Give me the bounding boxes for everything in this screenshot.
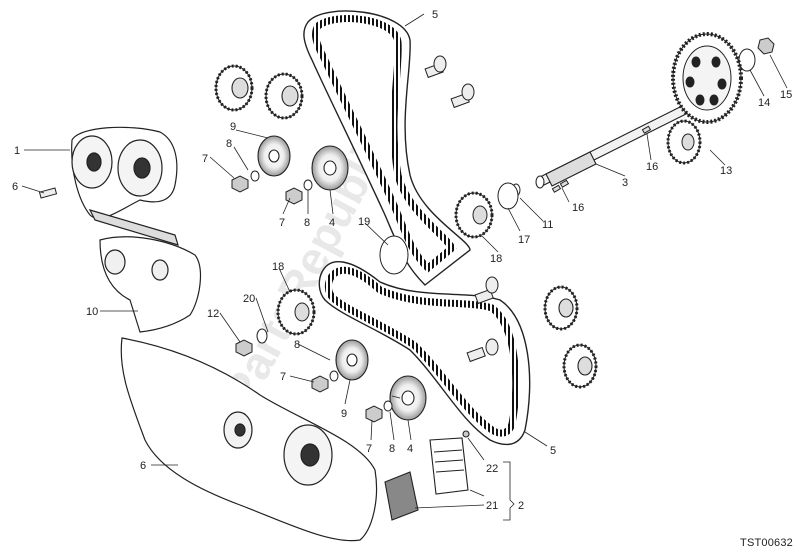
callout-18-upper: 18 bbox=[490, 253, 502, 265]
nuts-washers bbox=[231, 37, 775, 423]
callout-8-lower-right: 8 bbox=[389, 443, 395, 455]
sprocket-18-lower bbox=[276, 288, 316, 336]
callout-9-upper: 9 bbox=[230, 121, 236, 133]
sprocket-18-upper bbox=[454, 191, 494, 239]
callout-10: 10 bbox=[86, 306, 98, 318]
timing-belt-lower bbox=[318, 260, 531, 446]
callout-3: 3 bbox=[622, 177, 628, 189]
camshaft-pulley-pair-upper bbox=[214, 64, 304, 120]
callout-2: 2 bbox=[518, 500, 524, 512]
callout-11: 11 bbox=[542, 219, 553, 231]
callout-16-upper: 16 bbox=[646, 161, 658, 173]
drive-gear-13 bbox=[666, 32, 743, 165]
callout-4-upper: 4 bbox=[329, 217, 335, 229]
tensioner-rollers bbox=[257, 135, 427, 421]
stud-bolts bbox=[38, 55, 499, 471]
callout-1: 1 bbox=[14, 145, 20, 157]
callout-17: 17 bbox=[518, 234, 530, 246]
callout-8-upper-left: 8 bbox=[226, 138, 232, 150]
diagram-reference-code: TST00632 bbox=[740, 537, 793, 549]
washer-19 bbox=[379, 235, 409, 275]
callout-5-upper: 5 bbox=[432, 9, 438, 21]
callout-22: 22 bbox=[486, 463, 498, 475]
callout-18-lower: 18 bbox=[272, 261, 284, 273]
callout-7-lower-right: 7 bbox=[366, 443, 372, 455]
belt-cover-lower bbox=[120, 337, 378, 542]
callout-5-lower: 5 bbox=[550, 445, 556, 457]
callout-13: 13 bbox=[720, 165, 732, 177]
belt-cover-upper bbox=[71, 126, 179, 246]
callout-6-lower: 6 bbox=[140, 460, 146, 472]
callout-20: 20 bbox=[243, 293, 255, 305]
bracket-assembly bbox=[384, 430, 470, 521]
callout-16-lower: 16 bbox=[572, 202, 584, 214]
timing-belt-upper bbox=[303, 10, 471, 286]
callout-7-upper-right: 7 bbox=[279, 217, 285, 229]
belt-cover-middle bbox=[99, 236, 201, 333]
callout-14: 14 bbox=[758, 97, 770, 109]
camshaft-pulley-pair-lower bbox=[543, 285, 598, 389]
callout-19: 19 bbox=[358, 216, 370, 228]
leader-lines bbox=[21, 13, 788, 521]
shaft-keys bbox=[551, 125, 652, 193]
callout-8-lower-left: 8 bbox=[294, 339, 300, 351]
callout-numbers: 1 6 10 6 5 5 9 8 7 7 8 4 3 17 11 16 16 1… bbox=[12, 9, 792, 512]
callout-9-lower: 9 bbox=[341, 408, 347, 420]
callout-7-upper-left: 7 bbox=[202, 153, 208, 165]
callout-12: 12 bbox=[207, 308, 219, 320]
callout-6-upper: 6 bbox=[12, 181, 18, 193]
callout-4-lower: 4 bbox=[407, 443, 413, 455]
callout-8-upper-right: 8 bbox=[304, 217, 310, 229]
callout-21: 21 bbox=[486, 500, 498, 512]
callout-15: 15 bbox=[780, 89, 792, 101]
callout-7-lower-left: 7 bbox=[280, 371, 286, 383]
